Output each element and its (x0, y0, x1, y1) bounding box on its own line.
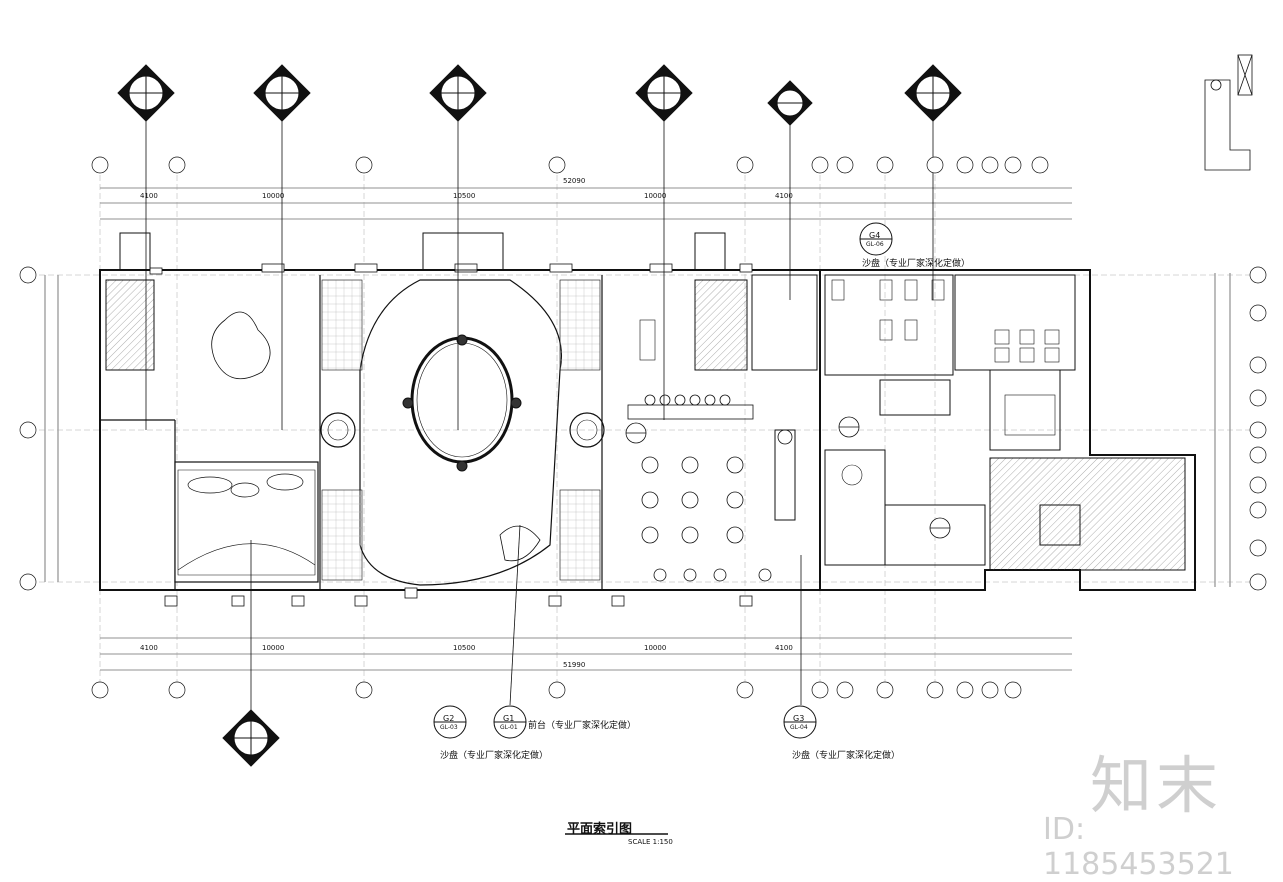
stair-core-left (105, 279, 155, 371)
dim-label: 4100 (775, 644, 793, 652)
callout-circles (433, 222, 893, 739)
watermark-id: ID: 1185453521 (1043, 812, 1234, 882)
callout-g2-ref: GL-03 (440, 724, 458, 731)
note-g4: 沙盘（专业厂家深化定做） (862, 259, 971, 269)
note-g3: 沙盘（专业厂家深化定做） (792, 751, 901, 761)
index-symbol-1 (117, 64, 175, 122)
bottom-dimensions (100, 637, 1072, 671)
dim-label: 10000 (262, 644, 285, 652)
drawing-title: 平面索引图 (567, 822, 633, 837)
dim-label: 10500 (453, 192, 476, 200)
core-right (989, 457, 1186, 571)
facade-columns (149, 263, 753, 607)
index-symbol-3 (429, 64, 487, 122)
small-markers (625, 416, 951, 539)
index-symbol-4 (635, 64, 693, 122)
right-rooms (751, 274, 1081, 566)
grid-bubbles-top (91, 156, 1049, 174)
grid-bubbles-bottom (91, 681, 1022, 699)
dim-label: 10000 (644, 644, 667, 652)
index-leaders (145, 121, 934, 710)
dim-label: 10000 (644, 192, 667, 200)
stair-core-mid (694, 279, 748, 371)
index-symbols (117, 64, 962, 767)
bar-lounge (627, 319, 796, 582)
callout-g4-id: G4 (869, 231, 881, 240)
note-g2: 沙盘（专业厂家深化定做） (440, 751, 549, 761)
dim-label: 4100 (775, 192, 793, 200)
left-wing (100, 311, 319, 590)
dim-label: 4100 (140, 192, 158, 200)
dim-overall-bottom: 51990 (563, 661, 586, 669)
dim-label: 10000 (262, 192, 285, 200)
note-g1: 前台（专业厂家深化定做） (528, 721, 637, 731)
callout-g1-ref: GL-01 (500, 724, 518, 731)
top-dimensions (100, 187, 1072, 220)
key-plan (1204, 54, 1253, 171)
index-symbol-7 (222, 709, 280, 767)
left-dimensions (44, 275, 59, 582)
dim-label: 10500 (453, 644, 476, 652)
index-symbol-2 (253, 64, 311, 122)
callout-g3-id: G3 (793, 714, 805, 723)
callout-g3-ref: GL-04 (790, 724, 808, 731)
callout-g1-id: G1 (503, 714, 515, 723)
grid-bubbles-left (19, 266, 37, 591)
watermark-brand: 知末 (1090, 749, 1223, 822)
central-hall (319, 275, 605, 590)
entry-bays (119, 232, 726, 271)
drawing-scale: SCALE 1:150 (628, 838, 673, 846)
dim-overall-top: 52090 (563, 177, 586, 185)
callout-g4-ref: GL-06 (866, 241, 884, 248)
index-symbol-6 (904, 64, 962, 122)
callout-g2-id: G2 (443, 714, 455, 723)
grid-bubbles-right (1249, 266, 1267, 591)
index-symbol-5 (767, 80, 813, 126)
exterior-walls (99, 269, 1196, 591)
dim-label: 4100 (140, 644, 158, 652)
